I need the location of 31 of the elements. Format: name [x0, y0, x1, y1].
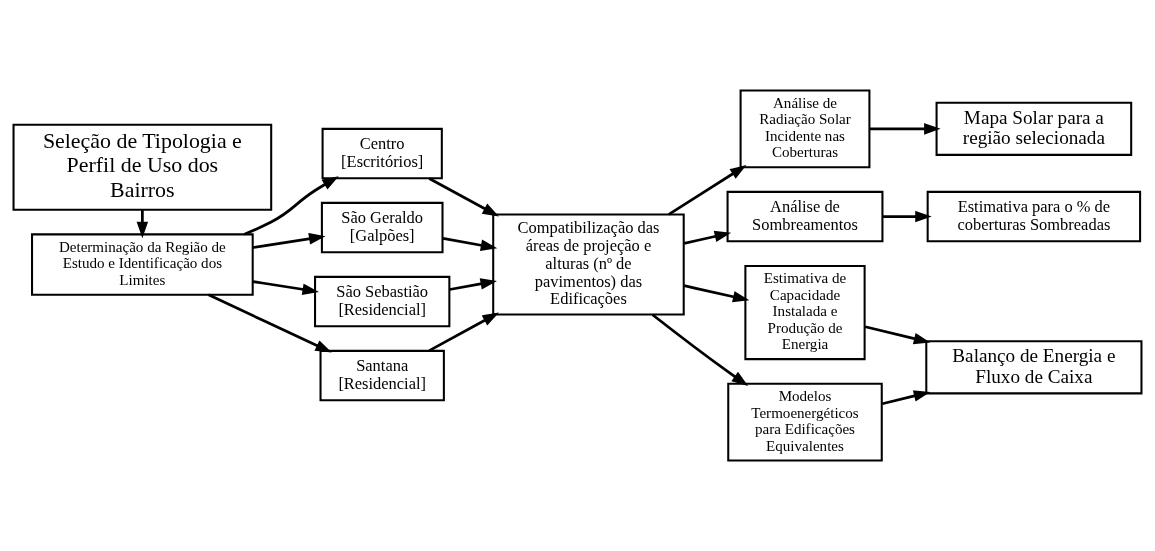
- node-box: Centro [Escritórios]: [321, 127, 443, 180]
- node-box: Santana [Residencial]: [319, 349, 445, 402]
- arrow: [869, 123, 941, 135]
- node-box: São Geraldo [Galpões]: [320, 201, 444, 254]
- arrow: [882, 210, 932, 223]
- arrow: [864, 325, 931, 345]
- arrow: [136, 210, 149, 239]
- node-box: Seleção de Tipologia e Perfil de Uso dos Bairros: [12, 123, 273, 211]
- arrow: [252, 280, 319, 296]
- arrow: [668, 165, 747, 216]
- node-box: Mapa Solar para a região selecionada: [935, 101, 1133, 156]
- node-box: Estimativa para o % de coberturas Sombreadas: [926, 190, 1142, 243]
- node-box: Estimativa de Capacidade Instalada e Produção de Energia: [744, 264, 866, 361]
- arrow: [243, 176, 339, 236]
- node-box: Análise de Radiação Solar Incidente nas Coberturas: [739, 89, 871, 169]
- node-box: São Sebastião [Residencial]: [314, 275, 451, 328]
- arrow: [442, 237, 498, 251]
- node-box: Balanço de Energia e Fluxo de Caixa: [925, 340, 1143, 395]
- arrow: [881, 390, 931, 406]
- arrow: [428, 312, 499, 352]
- node-box: Determinação da Região de Estudo e Identificação dos Limites: [31, 233, 254, 296]
- arrow: [651, 313, 749, 386]
- arrow: [683, 284, 750, 303]
- arrow: [428, 177, 499, 217]
- arrow: [252, 233, 326, 249]
- arrow: [683, 230, 732, 245]
- node-box: Modelos Termoenergéticos para Edificações Equivalentes: [727, 382, 883, 462]
- node-box: Compatibilização das áreas de projeção e alturas (nº de pavimentos) das Edificações: [492, 213, 685, 316]
- arrow: [449, 278, 497, 291]
- arrow: [207, 293, 332, 353]
- node-box: Análise de Sombreamentos: [726, 190, 884, 243]
